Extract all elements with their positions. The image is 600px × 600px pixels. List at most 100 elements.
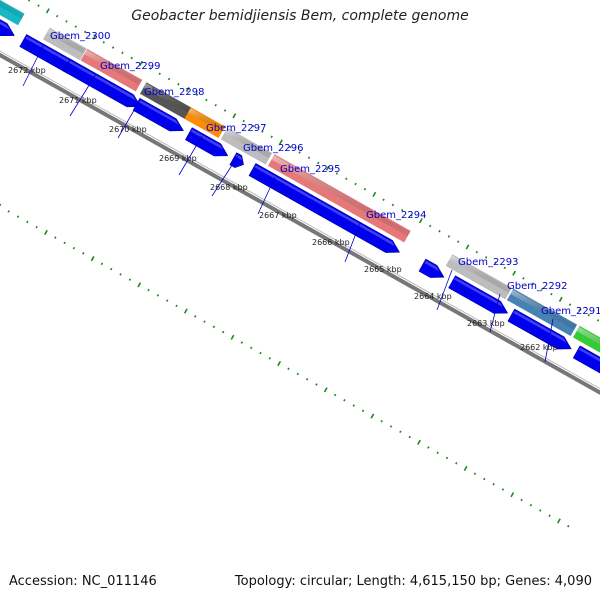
cds-shine <box>454 277 503 307</box>
outer-tick <box>139 60 144 66</box>
feature-shine <box>224 128 272 159</box>
outer-tick <box>410 214 413 217</box>
cds-arrow <box>507 308 572 350</box>
inner-tick <box>194 315 197 318</box>
inner-tick <box>259 351 262 355</box>
inner-tick <box>296 372 299 376</box>
outer-tick <box>438 229 441 233</box>
outer-tick <box>382 198 385 201</box>
outer-tick <box>65 20 68 23</box>
gene-leader-line <box>436 269 453 311</box>
gene-label[interactable]: Gbem_2296 <box>243 143 303 154</box>
outer-tick <box>74 25 77 28</box>
inner-tick <box>315 383 318 386</box>
inner-tick <box>370 413 375 419</box>
outer-tick <box>494 261 497 264</box>
outer-tick <box>345 177 348 180</box>
inner-tick <box>455 461 458 465</box>
outer-tick <box>391 203 395 207</box>
inner-tick <box>408 435 411 439</box>
kbp-label: 2665 kbp <box>364 265 402 274</box>
outer-tick <box>587 313 590 317</box>
inner-tick <box>7 210 10 213</box>
kbp-label: 2668 kbp <box>210 183 248 192</box>
kbp-label: 2669 kbp <box>159 154 197 163</box>
inner-tick <box>492 482 495 486</box>
inner-tick <box>520 498 523 502</box>
inner-tick <box>277 360 282 367</box>
outer-tick <box>354 182 357 186</box>
gene-label[interactable]: Gbem_2300 <box>50 31 110 42</box>
outer-tick <box>37 4 40 7</box>
inner-tick <box>427 446 430 449</box>
cds-arrow <box>418 258 445 278</box>
inner-tick <box>221 330 225 334</box>
feature-shine <box>271 155 410 237</box>
inner-tick <box>305 378 309 381</box>
inner-tick <box>287 367 290 371</box>
gene-leader-line <box>211 155 239 197</box>
outer-tick <box>429 224 432 228</box>
inner-tick <box>156 294 160 297</box>
inner-tick <box>333 393 337 397</box>
gene-label[interactable]: Gbem_2294 <box>366 210 426 221</box>
gene-label[interactable]: Gbem_2298 <box>144 87 204 98</box>
backbone-highlight <box>0 50 600 390</box>
outer-tick <box>185 86 190 93</box>
inner-tick <box>110 267 113 271</box>
feature-track <box>0 0 600 353</box>
inner-tick <box>119 273 122 276</box>
inner-tick <box>72 246 76 250</box>
gene-leader-line <box>178 135 203 176</box>
outer-tick <box>335 172 339 175</box>
inner-tick <box>26 220 29 224</box>
outer-tick <box>270 135 273 139</box>
inner-tick <box>230 334 235 340</box>
cds-shine <box>578 347 600 362</box>
outer-tick <box>158 72 161 76</box>
cds-arrow <box>572 345 600 374</box>
inner-tick <box>436 451 439 454</box>
inner-tick <box>323 387 328 393</box>
outer-tick <box>447 235 451 238</box>
inner-tick <box>501 488 505 491</box>
gene-leader-line <box>257 176 276 215</box>
inner-tick <box>473 472 477 475</box>
inner-tick <box>539 509 542 512</box>
feature-shine <box>449 255 512 293</box>
genome-summary: Topology: circular; Length: 4,615,150 bp… <box>234 574 592 589</box>
inner-tick <box>203 320 206 323</box>
gene-labels: Gbem_2300Gbem_2299Gbem_2298Gbem_2297Gbem… <box>22 31 600 363</box>
outer-tick <box>92 34 97 40</box>
outer-tick <box>307 156 311 159</box>
kbp-label: 2670 kbp <box>109 125 147 134</box>
outer-tick <box>111 46 115 49</box>
cds-shine <box>191 129 224 150</box>
feature-shine <box>143 83 191 113</box>
gene-label[interactable]: Gbem_2293 <box>458 257 518 268</box>
outer-tick <box>130 56 133 60</box>
kbp-label: 2666 kbp <box>312 238 350 247</box>
cds-track <box>0 19 600 374</box>
outer-tick <box>298 151 301 154</box>
inner-tick <box>128 278 132 281</box>
outer-tick <box>484 256 488 259</box>
inner-tick <box>0 203 2 207</box>
outer-tick <box>503 266 506 270</box>
kbp-label: 2667 kbp <box>259 211 297 220</box>
gene-label[interactable]: Gbem_2295 <box>280 164 340 175</box>
gene-leader-line <box>544 318 554 363</box>
inner-tick <box>90 256 95 262</box>
gene-label[interactable]: Gbem_2297 <box>206 123 266 134</box>
cds-shine <box>254 165 395 247</box>
outer-tick <box>242 119 245 123</box>
gene-label[interactable]: Gbem_2299 <box>100 61 160 72</box>
outer-tick <box>540 287 544 291</box>
gene-label[interactable]: Gbem_2292 <box>507 281 567 292</box>
gene-label[interactable]: Gbem_2291 <box>541 306 600 317</box>
genome-backbone <box>0 50 600 395</box>
inner-tick <box>352 404 355 407</box>
outer-tick <box>279 139 283 145</box>
